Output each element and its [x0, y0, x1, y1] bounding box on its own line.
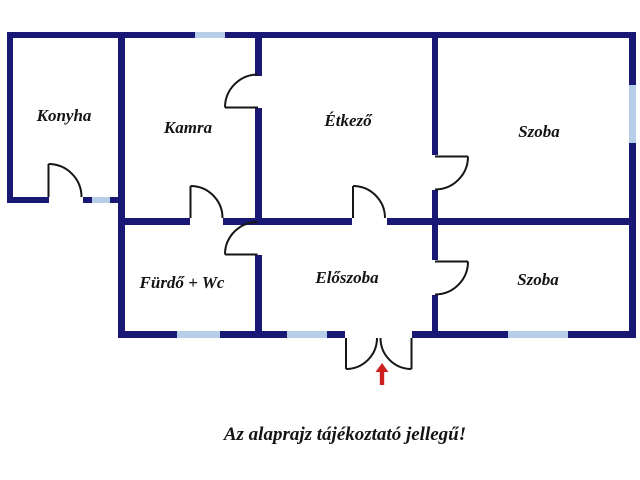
wall-divider-eloszoba-szoba: [432, 295, 438, 332]
wall-right-upper-segment: [629, 32, 636, 85]
entrance-double-door: [345, 337, 413, 370]
room-label-eloszoba: Előszoba: [315, 268, 379, 287]
door-swing-arc: [190, 185, 224, 219]
room-label-furdo-wc: Fürdő + Wc: [139, 273, 225, 292]
wall-mid-b: [223, 218, 352, 225]
wall-bottom-a: [118, 331, 177, 338]
door-furdo-eloszoba: [224, 221, 258, 256]
wall-konyha-bottom-c: [110, 197, 125, 203]
wall-bottom-e: [568, 331, 636, 338]
wall-divider-kamra-etkezo-b: [255, 108, 262, 225]
door-swing-arc: [345, 337, 378, 370]
wall-left: [7, 32, 13, 203]
wall-top-left-segment: [7, 32, 195, 38]
door-eloszoba-szoba: [434, 260, 469, 296]
wall-mid-c: [387, 218, 636, 225]
door-kamra-furdo: [189, 185, 224, 219]
door-swing-arc: [434, 261, 469, 296]
wall-bottom-b: [220, 331, 287, 338]
door-swing-arc: [379, 337, 412, 370]
room-label-etkezo: Étkező: [324, 111, 372, 130]
door-etkezo-eloszoba: [352, 185, 386, 219]
wall-mid-a: [118, 218, 190, 225]
window-konyha-bottom: [92, 197, 110, 203]
wall-top-right-segment: [225, 32, 636, 38]
window-szoba-bottom: [508, 331, 568, 338]
wall-bottom-c: [327, 331, 345, 338]
door-etkezo-szoba: [434, 155, 469, 191]
window-szoba-right: [629, 85, 636, 143]
door-kamra-etkezo: [224, 73, 259, 109]
door-konyha-exterior: [47, 163, 83, 198]
red-arrow-up-icon: [375, 363, 389, 385]
window-furdo-bottom: [177, 331, 220, 338]
wall-divider-etkezo-szoba-a: [432, 38, 438, 155]
room-label-szoba-felso: Szoba: [518, 122, 560, 141]
room-label-kamra: Kamra: [163, 118, 213, 137]
door-swing-arc: [224, 73, 259, 108]
wall-divider-furdo-eloszoba: [255, 255, 262, 332]
door-swing-arc: [224, 221, 258, 255]
wall-divider-kamra-etkezo-a: [255, 38, 262, 76]
disclaimer-caption: Az alaprajz tájékoztató jellegű!: [223, 424, 467, 445]
wall-bottom-d: [412, 331, 508, 338]
room-label-konyha: Konyha: [36, 106, 92, 125]
door-swing-arc: [434, 156, 469, 191]
room-label-szoba-also: Szoba: [517, 270, 559, 289]
wall-konyha-bottom-a: [7, 197, 49, 203]
door-swing-arc: [48, 163, 83, 198]
door-swing-arc: [352, 185, 386, 219]
window-kamra-top: [195, 32, 225, 38]
wall-konyha-bottom-b: [83, 197, 92, 203]
window-eloszoba-bottom: [287, 331, 327, 338]
wall-divider-etkezo-szoba-b: [432, 190, 438, 260]
wall-right-lower-segment: [629, 143, 636, 338]
wall-divider-konyha-kamra: [118, 38, 125, 338]
